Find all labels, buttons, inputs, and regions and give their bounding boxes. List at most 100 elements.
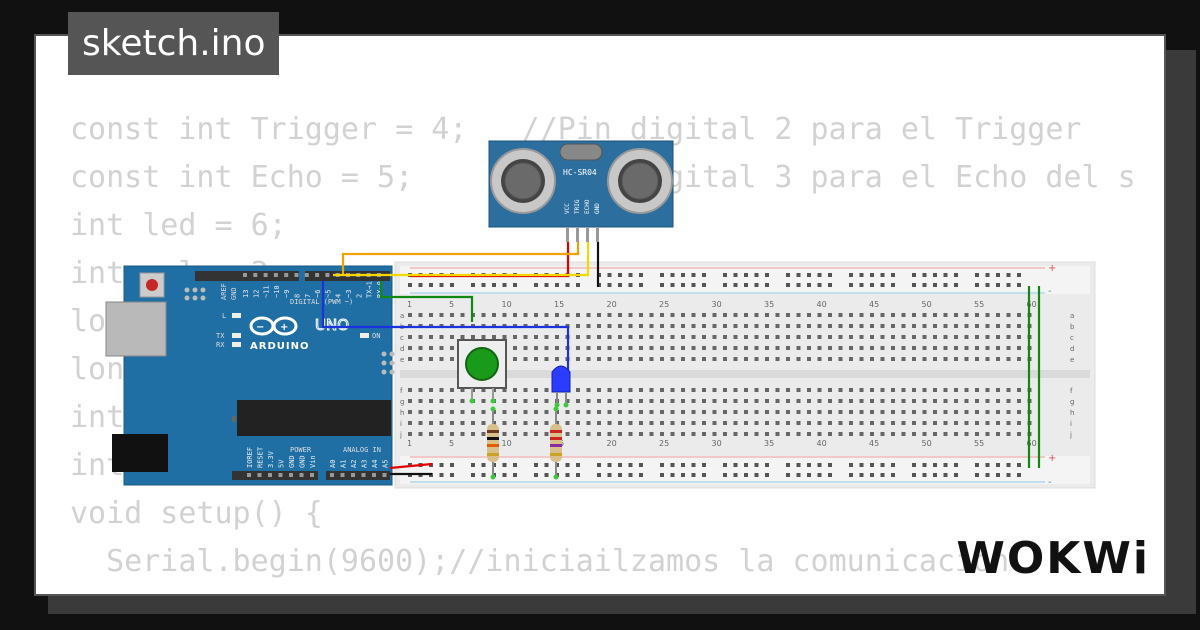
column-label: 60 (1027, 300, 1037, 309)
gnd-label: GND (230, 287, 238, 300)
row-label: e (1070, 356, 1074, 364)
power-pin-label: 5V (278, 459, 286, 468)
wires (321, 242, 1041, 476)
digital-pin-label: ~3 (345, 290, 353, 298)
column-label: 5 (449, 439, 454, 448)
column-label: 40 (817, 439, 827, 448)
code-line: const int Echo = 5; //Pin digital 3 para… (70, 160, 1136, 195)
column-label: 5 (449, 300, 454, 309)
power-jack (112, 434, 168, 472)
code-line: pinMode(Trigger, OUTPUT); //pin como sal… (70, 586, 1136, 594)
row-label: c (1070, 334, 1074, 342)
column-label: 20 (607, 439, 617, 448)
row-label: h (1070, 409, 1074, 417)
reset-button-cap (146, 279, 158, 291)
digital-pin-label: 12 (252, 290, 260, 298)
power-pin-label: Vin (309, 455, 317, 468)
analog-header-label: ANALOG IN (343, 446, 381, 454)
row-label: g (400, 398, 404, 406)
column-label: 55 (974, 300, 984, 309)
sensor-pin-gnd: GND (594, 203, 601, 214)
digital-pin-label: ~5 (324, 290, 332, 298)
column-label: 60 (1027, 439, 1037, 448)
column-label: 1 (407, 300, 412, 309)
digital-pin-label: 8 (294, 294, 302, 298)
column-label: 55 (974, 439, 984, 448)
resistor-1[interactable] (487, 410, 499, 476)
breadboard-column-labels: 1155101015152020252530303535404045455050… (407, 300, 1037, 448)
analog-header (326, 471, 390, 480)
column-label: 20 (607, 300, 617, 309)
sensor-pin-trig: TRIG (574, 199, 581, 214)
analog-pin-label: A3 (361, 460, 369, 468)
sensor-pin-echo: ECHO (584, 199, 591, 214)
power-pin-label: GND (299, 455, 307, 468)
column-label: 25 (659, 300, 669, 309)
usb-port (105, 301, 167, 357)
analog-pin-label: A5 (382, 460, 390, 468)
row-label: f (400, 387, 403, 395)
push-button[interactable] (457, 339, 507, 400)
blue-led[interactable] (551, 365, 571, 404)
wire-led[interactable] (321, 281, 570, 380)
digital-pin-label: 2 (355, 294, 363, 298)
column-label: 40 (817, 300, 827, 309)
column-label: 35 (764, 439, 774, 448)
power-pin-label: 3.3V (267, 450, 275, 468)
row-label: i (400, 420, 402, 428)
column-label: 25 (659, 439, 669, 448)
row-label: i (1070, 420, 1072, 428)
on-label: ON (372, 332, 380, 340)
power-header-label: POWER (290, 446, 312, 454)
row-label: b (1070, 323, 1075, 331)
analog-pin-label: A4 (371, 460, 379, 468)
column-label: 1 (407, 439, 412, 448)
power-pin-label: GND (288, 455, 296, 468)
arduino-logo: − + (249, 316, 298, 336)
row-label: f (1070, 387, 1073, 395)
arduino-uno-board[interactable]: DIGITAL (PWM ~) POWER ANALOG IN ON L TX … (105, 265, 395, 486)
column-label: 50 (922, 300, 932, 309)
digital-pin-label: 13 (242, 290, 250, 298)
hc-sr04-sensor[interactable]: HC-SR04 VCC TRIG ECHO GND (488, 140, 674, 242)
svg-text:+: + (280, 322, 288, 333)
rail-minus-bottom: - (1048, 477, 1052, 488)
code-line: void setup() { (70, 496, 323, 531)
power-pin-label: IOREF (246, 447, 254, 468)
column-label: 10 (502, 300, 512, 309)
digital-pin-label: TX→1 (366, 281, 374, 298)
wire-5v[interactable] (389, 462, 433, 470)
wire-button[interactable] (379, 281, 474, 322)
column-label: 35 (764, 300, 774, 309)
row-label: h (400, 409, 404, 417)
column-label: 45 (869, 300, 879, 309)
column-label: 30 (712, 300, 722, 309)
row-label: e (400, 356, 404, 364)
column-label: 45 (869, 439, 879, 448)
sketch-title: sketch.ino (68, 12, 280, 75)
row-label: d (400, 345, 404, 353)
row-label: c (400, 334, 404, 342)
row-label: g (1070, 398, 1074, 406)
row-label: a (1070, 312, 1074, 320)
tx-label: TX (216, 332, 225, 340)
code-line: int (70, 400, 125, 435)
arduino-brand-text: ARDUINO (250, 341, 309, 352)
wire-echo[interactable] (333, 242, 590, 277)
resistor-2[interactable] (550, 410, 562, 476)
analog-pin-label: A1 (340, 460, 348, 468)
digital-header-label: DIGITAL (PWM ~) (290, 298, 353, 306)
digital-pin-label: ~6 (314, 290, 322, 298)
code-line: Serial.begin(9600);//iniciailzamos la co… (70, 544, 1010, 579)
svg-text:−: − (256, 322, 264, 333)
power-pin-label: RESET (257, 446, 265, 468)
digital-pin-label: ~10 (273, 285, 281, 298)
atmega-chip (237, 400, 391, 436)
rail-plus-bottom: + (1048, 453, 1056, 464)
power-header (232, 471, 318, 480)
digital-pin-label: ~9 (283, 290, 291, 298)
digital-pin-label: 7 (304, 294, 312, 298)
wire-trig[interactable] (341, 242, 580, 274)
